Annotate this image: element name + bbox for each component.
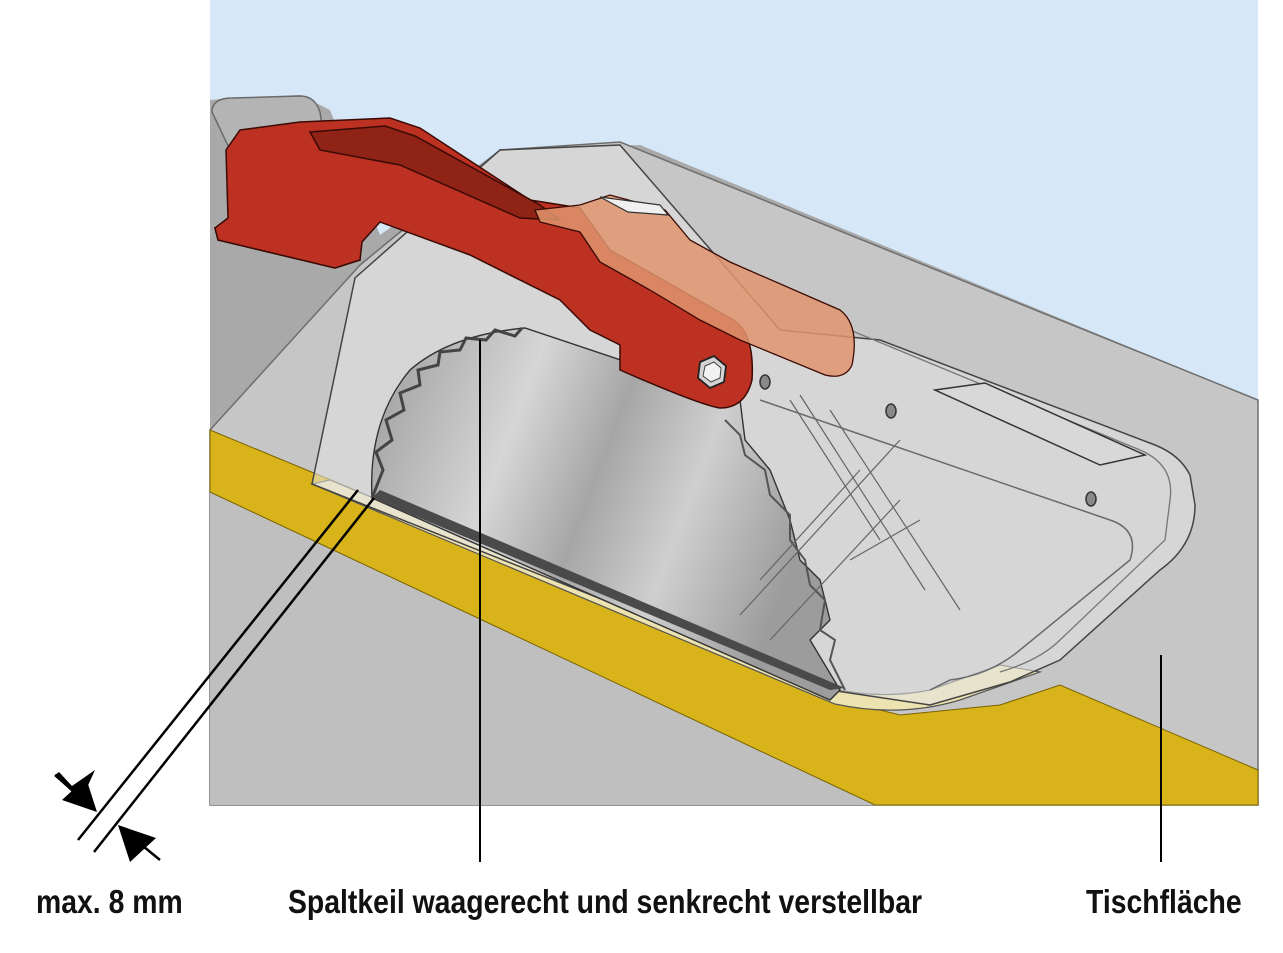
guard-slot-window bbox=[932, 382, 1148, 466]
arrow-right-icon bbox=[54, 774, 97, 812]
arrow-right-icon bbox=[55, 770, 95, 800]
riving-knife-label: Spaltkeil waagerecht und senkrecht verst… bbox=[288, 883, 923, 920]
guard-outer-frame bbox=[849, 329, 1172, 673]
hex-bolt-icon bbox=[697, 354, 727, 390]
gap-dimension bbox=[77, 489, 375, 853]
guard-clip bbox=[599, 196, 670, 216]
table-surface-label: Tischfläche bbox=[1086, 883, 1242, 920]
gap-label: max. 8 mm bbox=[36, 883, 183, 920]
saw-blade bbox=[370, 327, 841, 701]
guard-rivets bbox=[759, 374, 1097, 507]
saw-blade-teeth-lower bbox=[724, 419, 846, 691]
saw-blade-teeth bbox=[370, 327, 524, 499]
guard-inner-frame bbox=[759, 399, 1134, 691]
riving-knife-base bbox=[372, 490, 845, 690]
arrow-left-icon bbox=[118, 825, 161, 862]
guard-extension-translucent bbox=[534, 194, 855, 377]
blade-hatch-lines bbox=[739, 394, 961, 641]
